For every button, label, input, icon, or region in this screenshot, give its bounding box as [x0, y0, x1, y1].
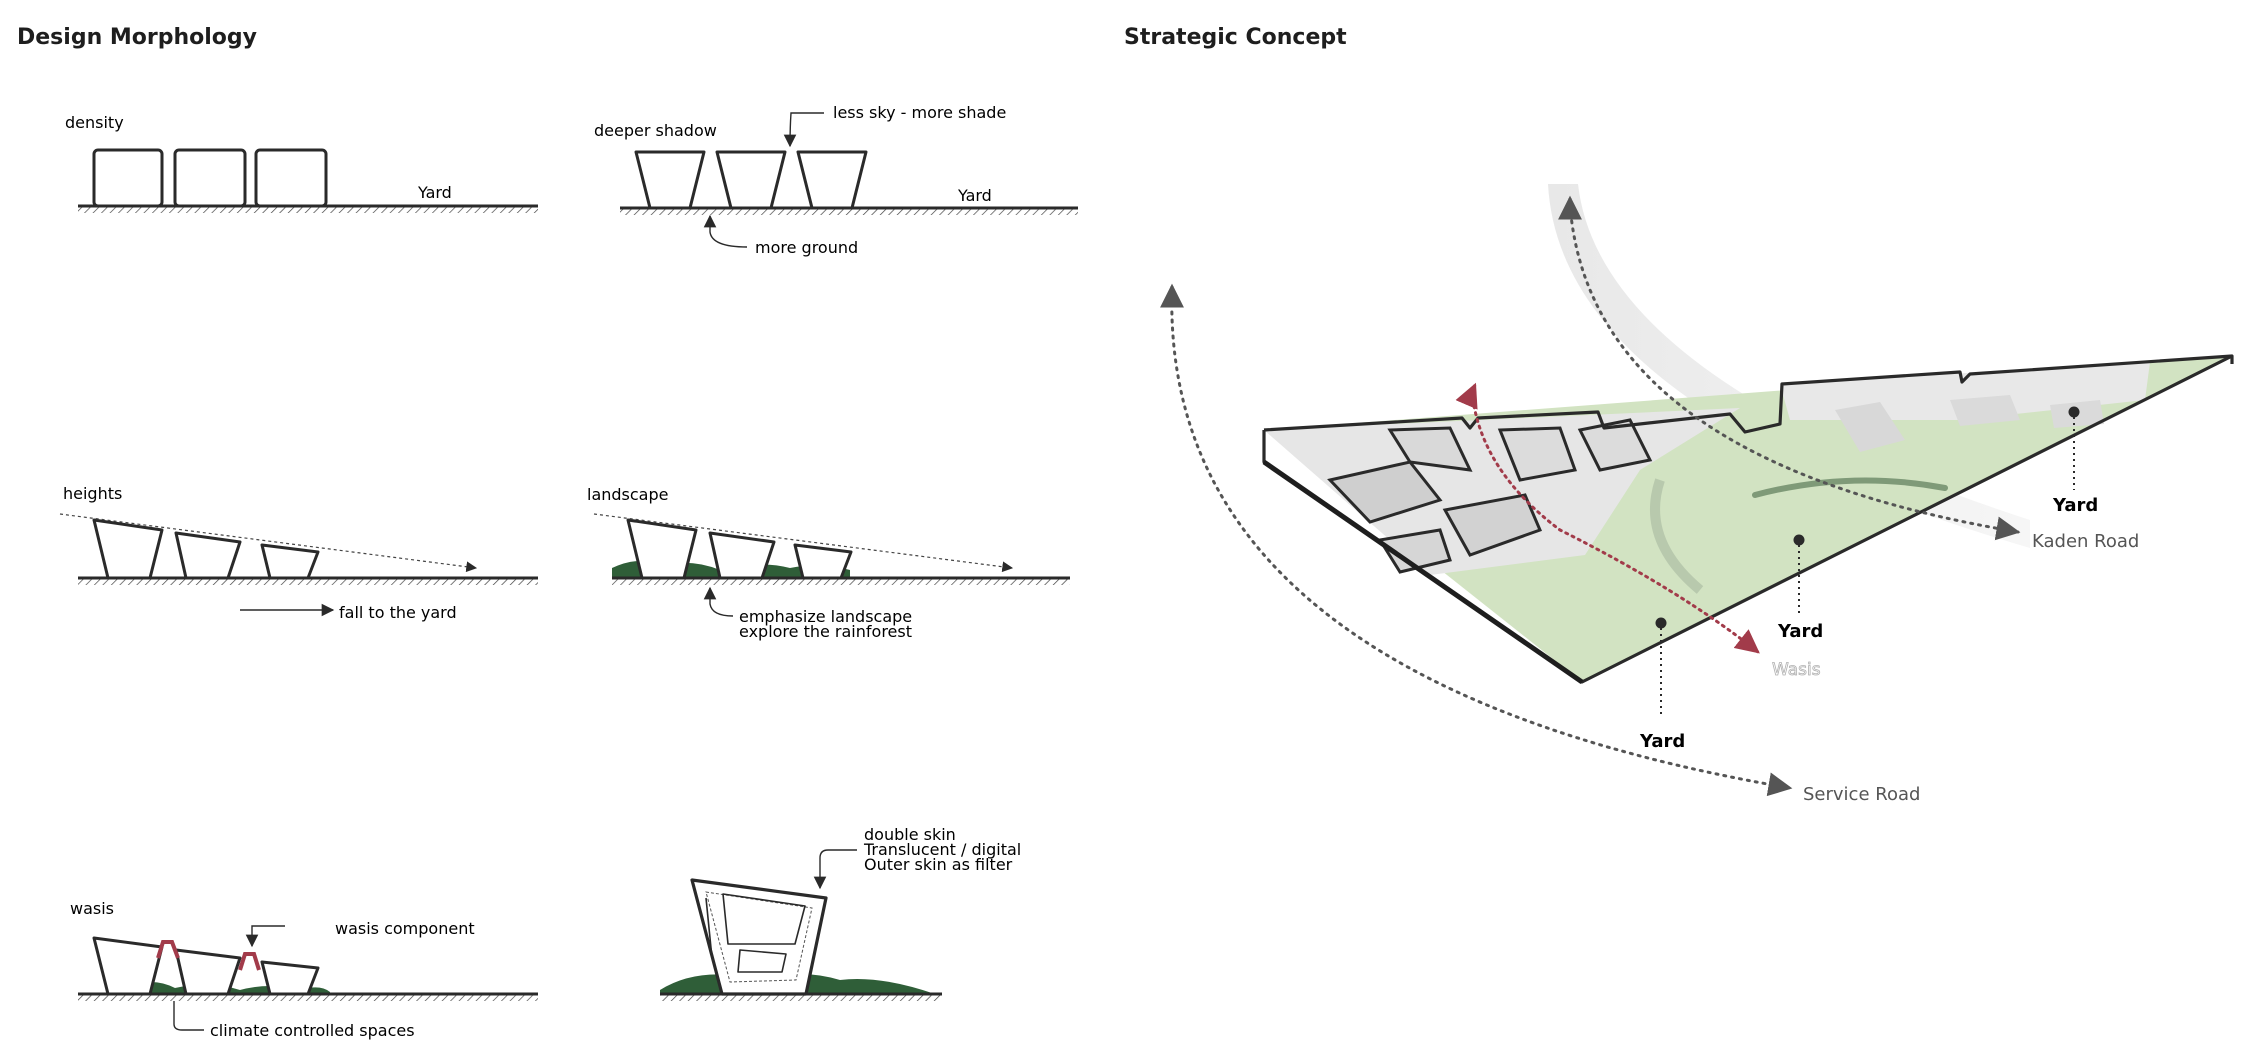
ground-hatch	[78, 206, 538, 213]
block	[254, 148, 328, 208]
block	[796, 150, 868, 210]
slope-dashed-arrow	[593, 513, 1014, 573]
panel-landscape: landscape emphasize landscape explore th…	[587, 485, 1070, 641]
ground-hatch	[612, 578, 1070, 585]
yard-label-1: Yard	[1639, 731, 1685, 752]
building-block	[1327, 460, 1443, 524]
block	[92, 936, 164, 996]
density-yard-label: Yard	[417, 183, 452, 202]
building-block	[1577, 418, 1653, 472]
site-top-outline	[1263, 354, 2233, 434]
interior-room	[722, 893, 806, 945]
building-block	[1387, 426, 1473, 472]
wasis-spaces-note: climate controlled spaces	[210, 1021, 415, 1040]
panel-heights: heights fall to the yard	[59, 484, 538, 622]
building-block	[1377, 528, 1452, 574]
wasis-path-start-arrow	[1455, 382, 1478, 410]
slope-dashed-arrow	[59, 513, 478, 573]
ridge-line	[1752, 477, 1948, 498]
block	[173, 148, 247, 208]
leader-arrow	[703, 214, 748, 248]
landscape-note-1: emphasize landscape	[739, 607, 912, 626]
block	[174, 948, 242, 996]
heights-note: fall to the yard	[339, 603, 457, 622]
building-block	[1950, 395, 2020, 426]
yard-pin	[1655, 617, 1667, 629]
shadow-label: deeper shadow	[594, 121, 717, 140]
density-label: density	[65, 113, 124, 132]
block	[260, 960, 320, 996]
service-road-label: Service Road	[1803, 784, 1920, 805]
site-front-edge	[1262, 459, 1584, 685]
shadow-yard-label: Yard	[957, 186, 992, 205]
leader-arrow	[245, 925, 285, 948]
block	[92, 518, 164, 580]
panel-wasis: wasis wasis component climate controlled…	[70, 899, 538, 1040]
kaden-road-label: Kaden Road	[2032, 531, 2139, 552]
wasis-label: Wasis	[1772, 660, 1821, 680]
design-morphology-title: Design Morphology	[17, 25, 258, 50]
ground-hatch	[78, 994, 538, 1001]
leader-arrow	[783, 112, 824, 148]
block	[174, 531, 242, 580]
leader-line	[173, 1001, 204, 1031]
interior-line	[705, 897, 713, 959]
skin-note-1: double skin	[864, 825, 956, 844]
landscape-note-2: explore the rainforest	[739, 622, 912, 641]
shadow-ground-note: more ground	[755, 238, 858, 257]
skin-note-3: Outer skin as filter	[864, 855, 1013, 874]
panel-double-skin: double skin Translucent / digital Outer …	[660, 825, 1021, 1001]
landscape-contour	[1650, 478, 1704, 594]
block	[708, 531, 776, 580]
leader-arrow	[703, 586, 734, 617]
landscape-label: landscape	[587, 485, 668, 504]
ground-hatch	[660, 994, 942, 1001]
block	[260, 543, 320, 580]
strategic-concept-diagram: Yard Yard Yard Kaden Road Service Road W…	[1160, 184, 2234, 805]
ground-hatch	[78, 578, 538, 585]
block	[715, 150, 787, 210]
heights-label: heights	[63, 484, 122, 503]
block	[92, 148, 164, 208]
wasis-component-note: wasis component	[335, 919, 475, 938]
kaden-road-arrow	[1568, 203, 2021, 541]
shadow-sky-note: less sky - more shade	[833, 103, 1006, 122]
inner-skin-dashed	[705, 891, 813, 983]
wasis-component-red	[156, 940, 180, 959]
skin-note-2: Translucent / digital	[863, 840, 1021, 859]
block	[793, 543, 853, 580]
building-block	[1497, 426, 1578, 482]
building-block	[1442, 493, 1543, 557]
yard-pin	[2068, 406, 2080, 418]
wasis-label: wasis	[70, 899, 114, 918]
strategic-concept-title: Strategic Concept	[1124, 25, 1347, 50]
wasis-component-red	[238, 952, 261, 971]
interior-room	[737, 949, 787, 973]
block	[634, 150, 706, 210]
ground-hatch	[620, 208, 1078, 215]
panel-density: density Yard	[65, 113, 538, 213]
yard-label-3: Yard	[2052, 495, 2098, 516]
kaden-road-band	[1548, 184, 2030, 548]
yard-label-2: Yard	[1777, 621, 1823, 642]
yard-pin	[1793, 534, 1805, 546]
wasis-path-arrow	[1470, 390, 1760, 654]
service-road-arrow	[1170, 286, 1793, 797]
building-block	[1835, 402, 1905, 452]
panel-shadow: deeper shadow Yard less sky - more shade…	[594, 103, 1078, 257]
leader-arrow	[813, 849, 857, 890]
